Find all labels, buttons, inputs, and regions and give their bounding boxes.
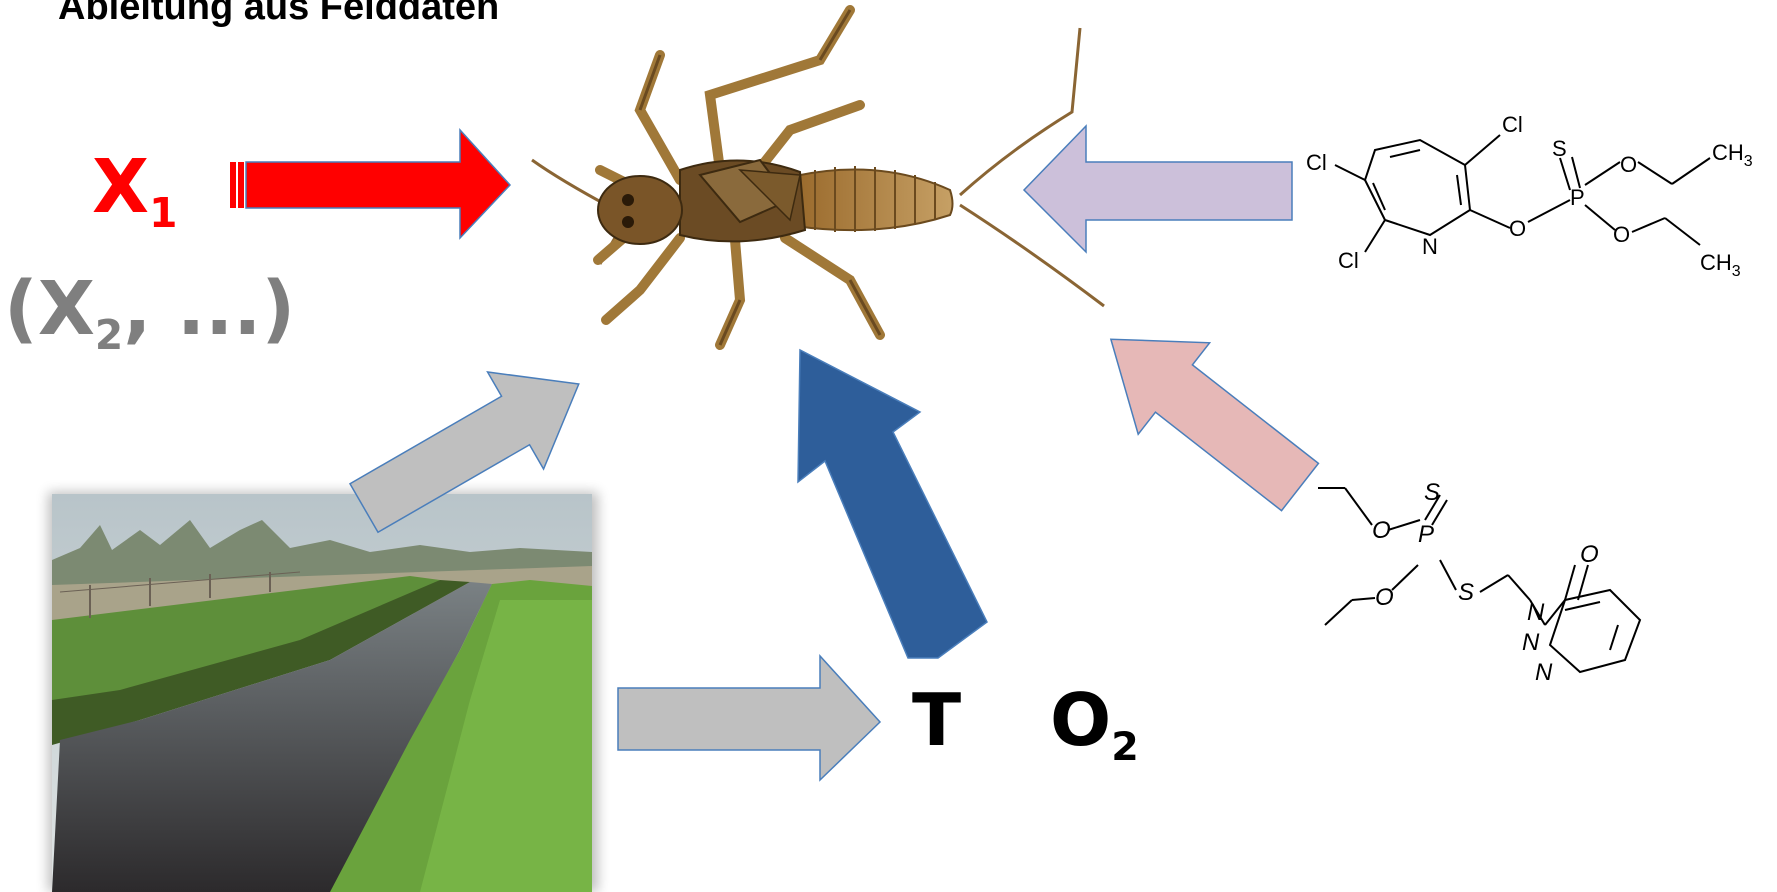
x2-letter: (X bbox=[4, 266, 95, 352]
x1-effect-arrow bbox=[230, 130, 510, 238]
chlorpyrifos-cl-bottom: Cl bbox=[1338, 248, 1359, 273]
chlorpyrifos-ch3-upper: CH3 bbox=[1712, 140, 1753, 170]
chlorpyrifos-s: S bbox=[1552, 136, 1567, 161]
azinphos-to-organism-arrow bbox=[1075, 294, 1336, 533]
chlorpyrifos-n: N bbox=[1422, 234, 1438, 259]
chlorpyrifos-o-lower: O bbox=[1613, 222, 1630, 247]
azinphos-n3: N bbox=[1535, 659, 1553, 686]
azinphos-o-upper: O bbox=[1372, 517, 1391, 544]
x1-subscript: 1 bbox=[149, 189, 177, 237]
azinphos-o-carbonyl: O bbox=[1580, 541, 1599, 568]
chlorpyrifos-o-upper: O bbox=[1620, 152, 1637, 177]
x1-letter: X bbox=[92, 144, 149, 230]
x2-subscript: 2 bbox=[95, 311, 123, 359]
chlorpyrifos-o-ring: O bbox=[1509, 216, 1526, 241]
stonefly-image bbox=[532, 10, 1104, 345]
chlorpyrifos-ch3-lower: CH3 bbox=[1700, 250, 1741, 280]
habitat-to-environment-arrow bbox=[618, 656, 880, 780]
azinphos-n2: N bbox=[1522, 629, 1540, 656]
oxygen-subscript: 2 bbox=[1111, 724, 1139, 770]
chlorpyrifos-cl-left: Cl bbox=[1306, 150, 1327, 175]
x1-label: X1 bbox=[92, 150, 177, 224]
oxygen-letter: O bbox=[1050, 678, 1111, 762]
chlorpyrifos-p: P bbox=[1570, 185, 1585, 210]
azinphos-methyl-structure bbox=[1318, 488, 1640, 672]
azinphos-s-single: S bbox=[1458, 579, 1474, 606]
temperature-label: T bbox=[912, 684, 961, 756]
chlorpyrifos-to-organism-arrow bbox=[1024, 126, 1292, 252]
azinphos-p: P bbox=[1418, 521, 1434, 548]
drainage-ditch-photo bbox=[48, 492, 598, 892]
oxygen-label: O2 bbox=[1050, 684, 1139, 756]
chlorpyrifos-cl-top: Cl bbox=[1502, 112, 1523, 137]
azinphos-o-lower: O bbox=[1375, 584, 1394, 611]
x2-ellipsis: , ...) bbox=[123, 266, 295, 352]
x2-label: (X2, ...) bbox=[4, 272, 295, 346]
azinphos-n1: N bbox=[1527, 599, 1545, 626]
azinphos-s-double: S bbox=[1424, 479, 1440, 506]
environment-to-organism-arrow bbox=[798, 350, 987, 658]
